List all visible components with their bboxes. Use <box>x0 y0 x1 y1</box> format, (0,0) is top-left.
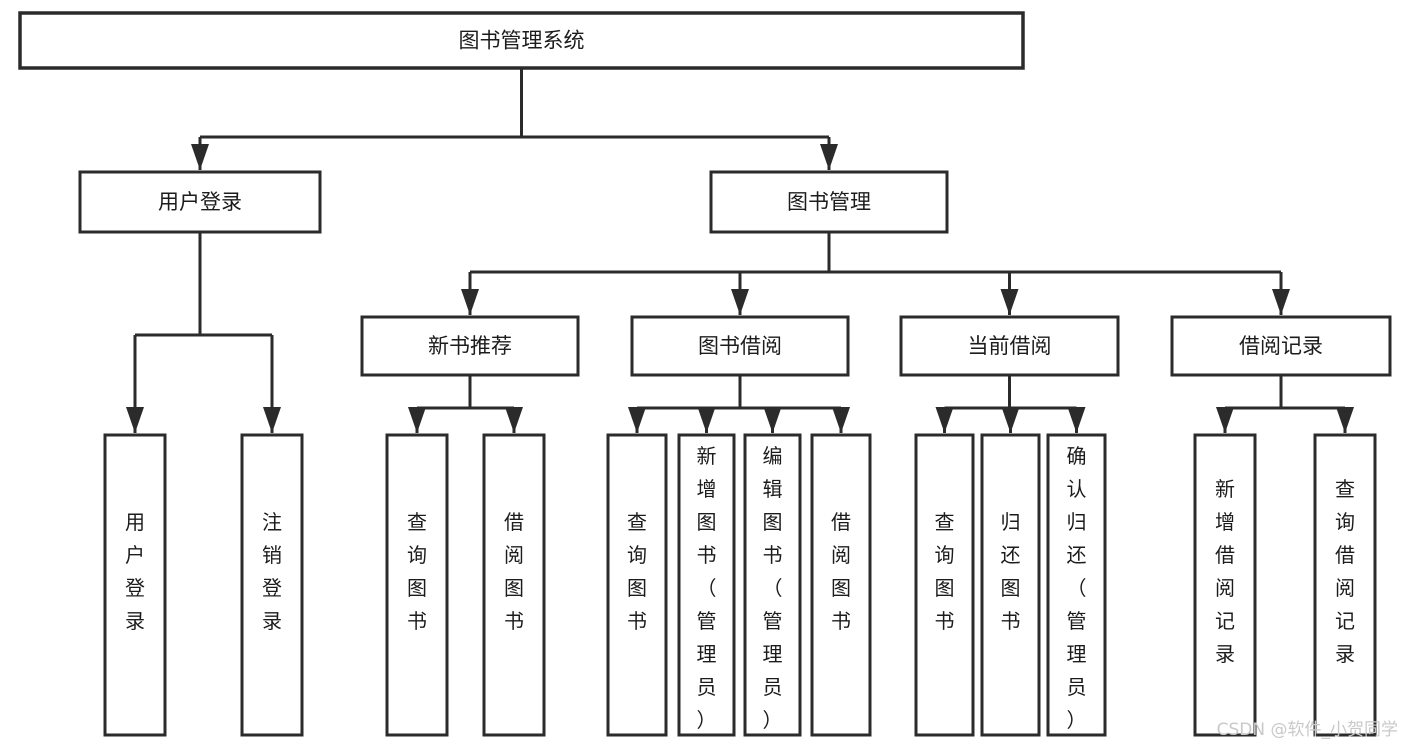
leaf-新增借阅记录[interactable]: 新增借阅记录 <box>1193 433 1257 737</box>
leaf-rect <box>606 433 668 737</box>
node-图书借阅[interactable]: 图书借阅 <box>630 315 850 377</box>
leaf-rect <box>1193 433 1257 737</box>
arrow-head-icon <box>408 407 426 433</box>
leaf-rect <box>677 433 736 737</box>
leaf-借阅图书[interactable]: 借阅图书 <box>810 433 872 737</box>
leaf-归还图书[interactable]: 归还图书 <box>980 433 1041 737</box>
arrow-head-icon <box>697 407 716 433</box>
arrow-head-icon <box>505 407 523 433</box>
node-图书借阅-rect <box>630 315 850 377</box>
leaf-rect <box>980 433 1041 737</box>
leaf-编辑图书管理员[interactable]: 编辑图书（管理员） <box>743 433 802 737</box>
node-图书管理-rect <box>709 170 949 234</box>
leaf-rect <box>240 433 304 737</box>
arrow-head-icon <box>628 407 646 433</box>
node-root-图书管理系统[interactable]: 图书管理系统 <box>18 11 1025 70</box>
arrow-head-icon <box>1216 407 1234 433</box>
leaf-label: 确认归还（管理员） <box>1067 444 1087 732</box>
leaf-label: 查询图书 <box>627 510 647 633</box>
node-layer: 图书管理系统用户登录图书管理新书推荐图书借阅当前借阅借阅记录用户登录注销登录查询… <box>18 11 1392 737</box>
node-新书推荐[interactable]: 新书推荐 <box>360 315 580 377</box>
leaf-查询借阅记录[interactable]: 查询借阅记录 <box>1313 433 1377 737</box>
node-当前借阅[interactable]: 当前借阅 <box>899 315 1120 377</box>
leaf-label: 查询图书 <box>935 510 955 633</box>
leaf-label: 借阅图书 <box>504 510 524 633</box>
node-新书推荐-label: 新书推荐 <box>428 334 512 358</box>
leaf-借阅图书[interactable]: 借阅图书 <box>482 433 546 737</box>
node-图书借阅-label: 图书借阅 <box>698 334 782 358</box>
leaf-label: 新增图书（管理员） <box>697 444 717 732</box>
leaf-新增图书管理员[interactable]: 新增图书（管理员） <box>677 433 736 737</box>
leaf-用户登录[interactable]: 用户登录 <box>103 433 167 737</box>
leaf-rect <box>1046 433 1107 737</box>
arrow-head-icon <box>935 407 954 433</box>
leaf-查询图书[interactable]: 查询图书 <box>914 433 975 737</box>
leaf-注销登录[interactable]: 注销登录 <box>240 433 304 737</box>
arrow-head-icon <box>1272 289 1290 315</box>
node-用户登录[interactable]: 用户登录 <box>78 170 322 234</box>
node-新书推荐-rect <box>360 315 580 377</box>
arrow-head-icon <box>1336 407 1354 433</box>
leaf-查询图书[interactable]: 查询图书 <box>385 433 449 737</box>
node-用户登录-label: 用户登录 <box>158 190 242 214</box>
leaf-label: 查询图书 <box>407 510 427 633</box>
leaf-rect <box>385 433 449 737</box>
node-借阅记录-label: 借阅记录 <box>1239 334 1323 358</box>
arrow-head-icon <box>832 407 850 433</box>
node-root-图书管理系统-label: 图书管理系统 <box>459 29 585 53</box>
node-当前借阅-rect <box>899 315 1120 377</box>
node-root-图书管理系统-rect <box>18 11 1025 70</box>
leaf-rect <box>914 433 975 737</box>
arrow-head-icon <box>763 407 782 433</box>
arrow-head-icon <box>731 289 749 315</box>
leaf-label: 编辑图书（管理员） <box>763 444 783 732</box>
node-借阅记录-rect <box>1170 315 1392 377</box>
leaf-rect <box>810 433 872 737</box>
arrow-head-icon <box>263 407 281 433</box>
leaf-确认归还管理员[interactable]: 确认归还（管理员） <box>1046 433 1107 737</box>
leaf-label: 新增借阅记录 <box>1215 477 1235 666</box>
arrow-head-icon <box>191 144 209 170</box>
node-借阅记录[interactable]: 借阅记录 <box>1170 315 1392 377</box>
watermark-label: CSDN @软件_小贺同学 <box>1217 720 1398 740</box>
node-图书管理[interactable]: 图书管理 <box>709 170 949 234</box>
leaf-rect <box>743 433 802 737</box>
leaf-label: 借阅图书 <box>831 510 851 633</box>
leaf-rect <box>103 433 167 737</box>
node-当前借阅-label: 当前借阅 <box>968 334 1052 358</box>
leaf-label: 用户登录 <box>125 510 145 633</box>
leaf-label: 注销登录 <box>262 510 282 633</box>
arrow-head-icon <box>126 407 144 433</box>
arrow-head-icon <box>1000 289 1019 315</box>
leaf-label: 归还图书 <box>1001 510 1021 633</box>
leaf-rect <box>482 433 546 737</box>
leaf-查询图书[interactable]: 查询图书 <box>606 433 668 737</box>
leaf-label: 查询借阅记录 <box>1335 477 1355 666</box>
node-图书管理-label: 图书管理 <box>787 190 871 214</box>
node-用户登录-rect <box>78 170 322 234</box>
arrow-head-icon <box>1067 407 1086 433</box>
leaf-rect <box>1313 433 1377 737</box>
arrow-head-icon <box>820 144 838 170</box>
arrow-head-icon <box>461 289 479 315</box>
arrow-head-icon <box>1001 407 1020 433</box>
connector-layer <box>126 68 1354 433</box>
